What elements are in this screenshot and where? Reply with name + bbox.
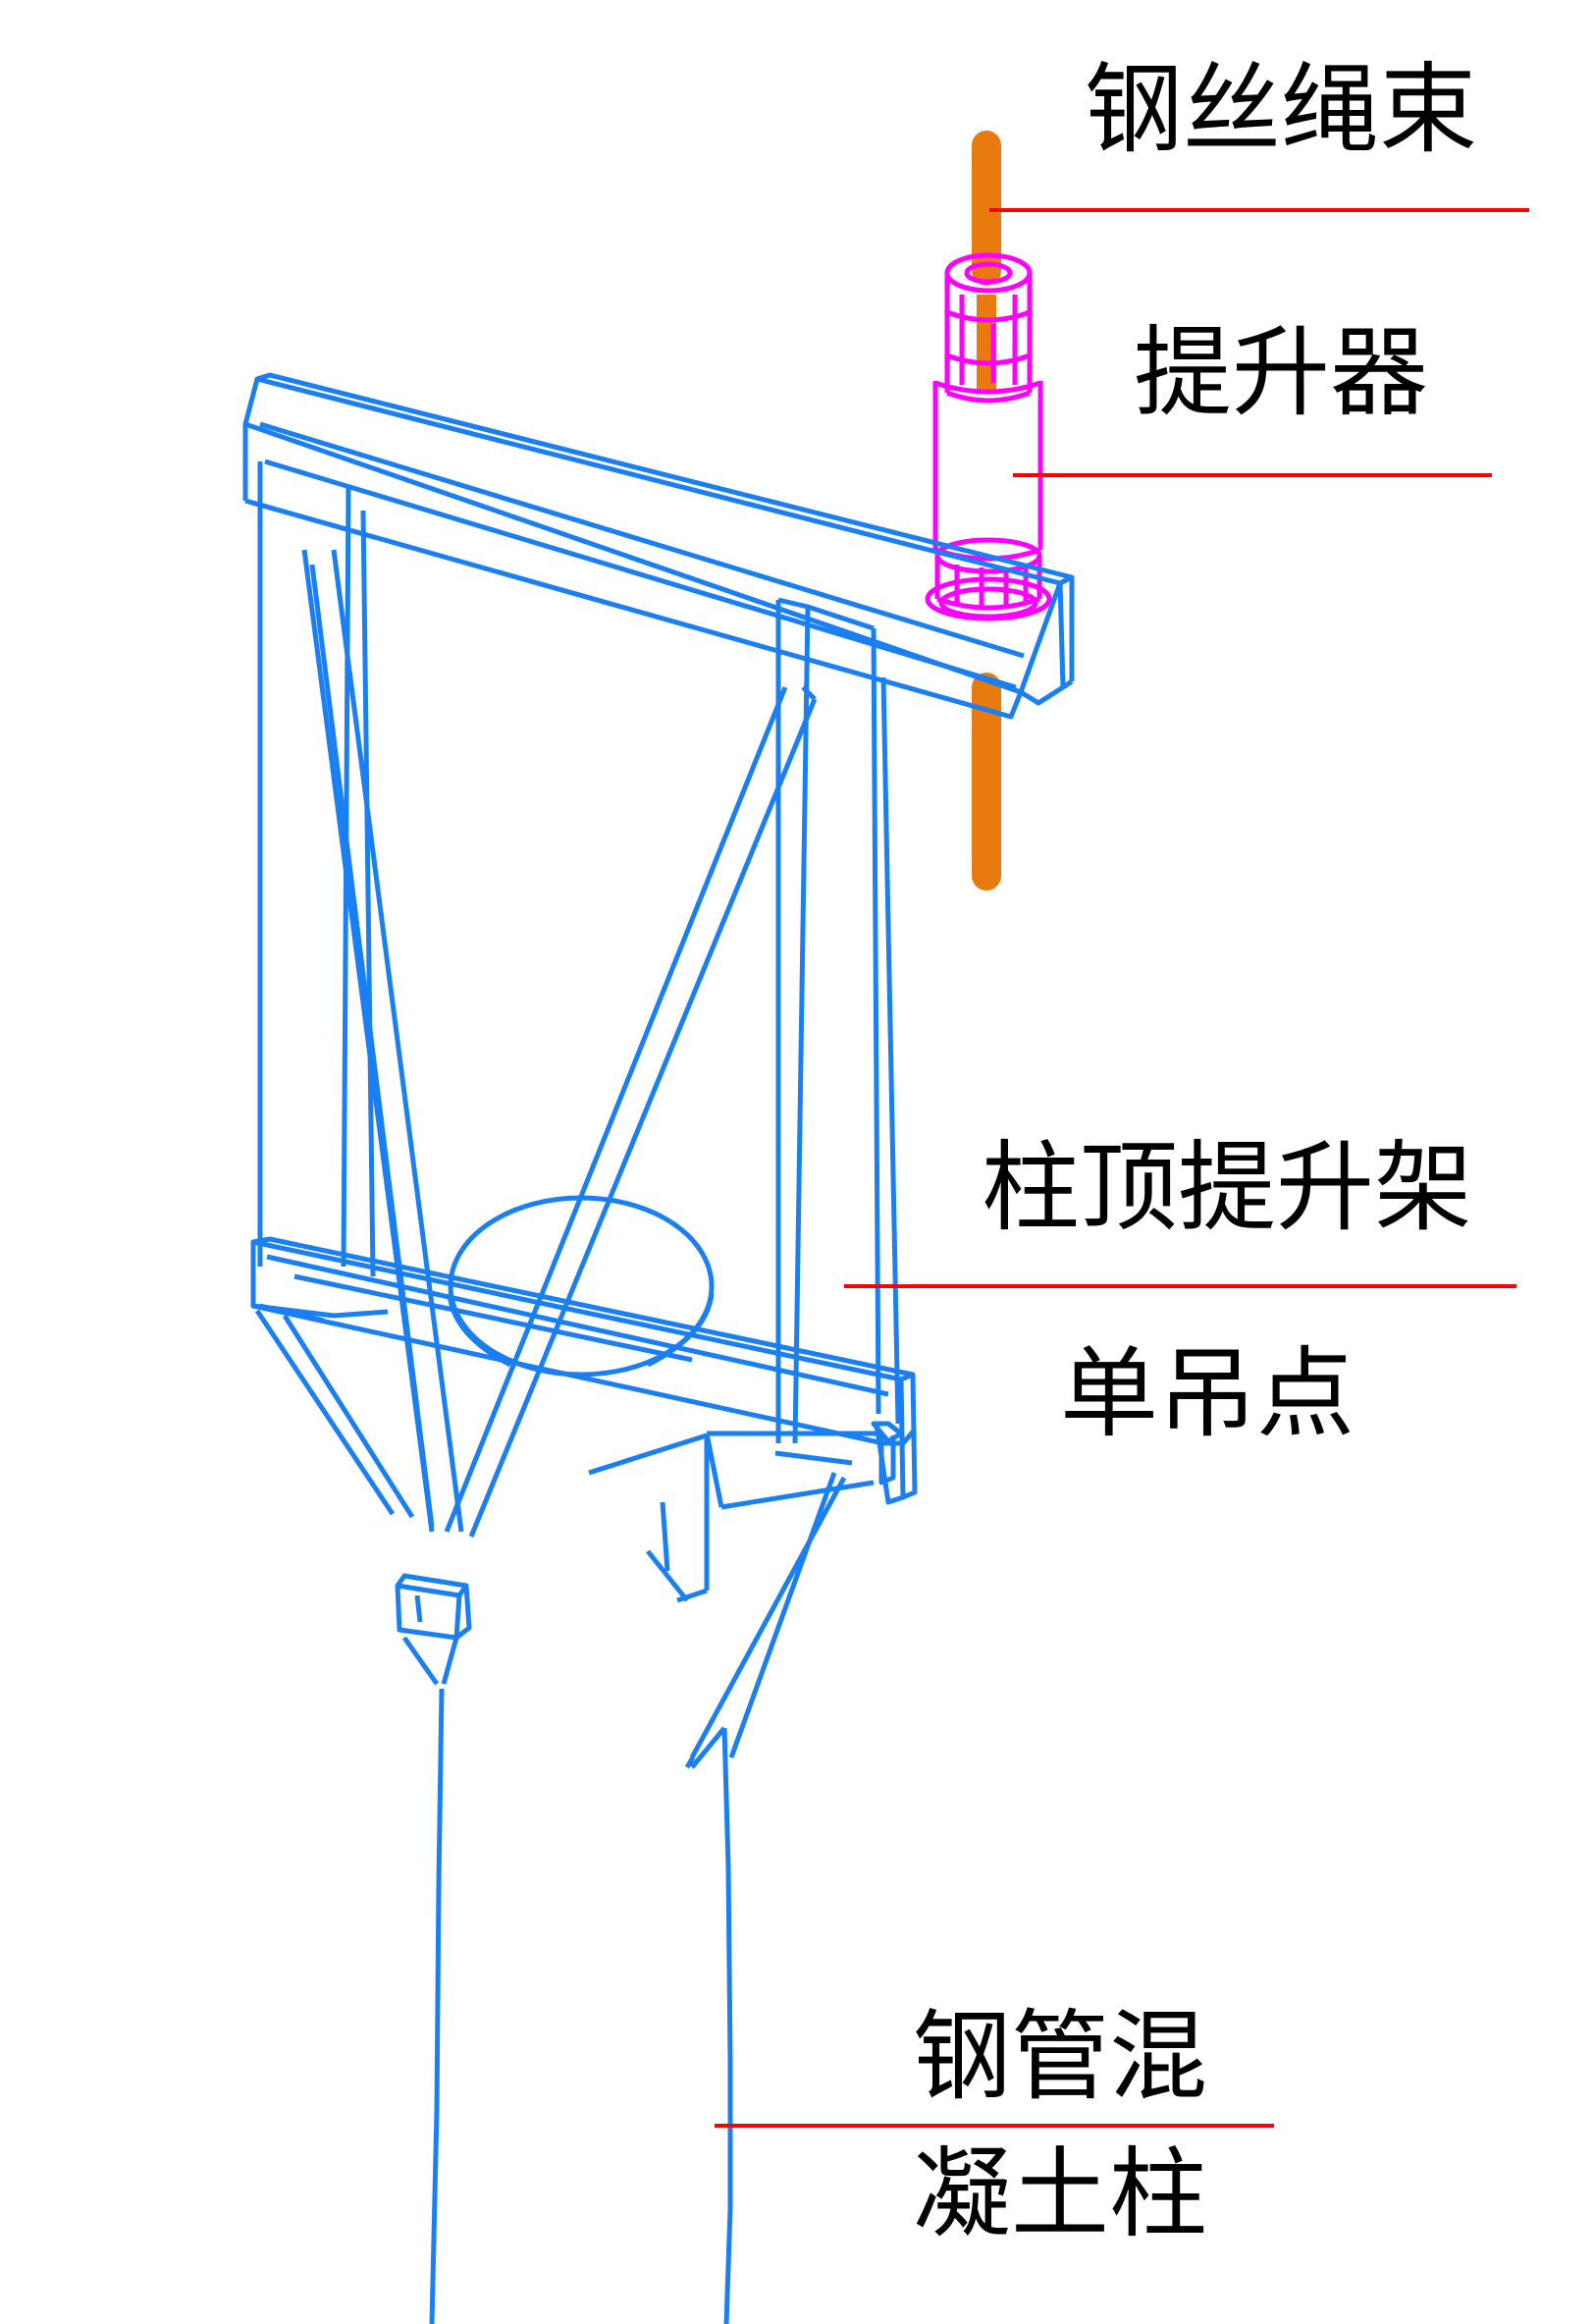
leader-lines bbox=[715, 208, 1529, 2128]
lifting-frame bbox=[242, 372, 1075, 1686]
label-lifting-frame: 柱顶提升架 bbox=[982, 1130, 1472, 1245]
label-lifter: 提升器 bbox=[1134, 315, 1428, 430]
lifter-device bbox=[925, 252, 1052, 622]
label-wire-rope: 钢丝绳束 bbox=[1085, 52, 1477, 167]
label-single-point: 单吊点 bbox=[1060, 1336, 1355, 1451]
label-column-line2: 凝土柱 bbox=[913, 2136, 1207, 2251]
label-column-line1: 钢管混 bbox=[913, 1999, 1207, 2114]
steel-tube-column bbox=[429, 1432, 847, 2324]
